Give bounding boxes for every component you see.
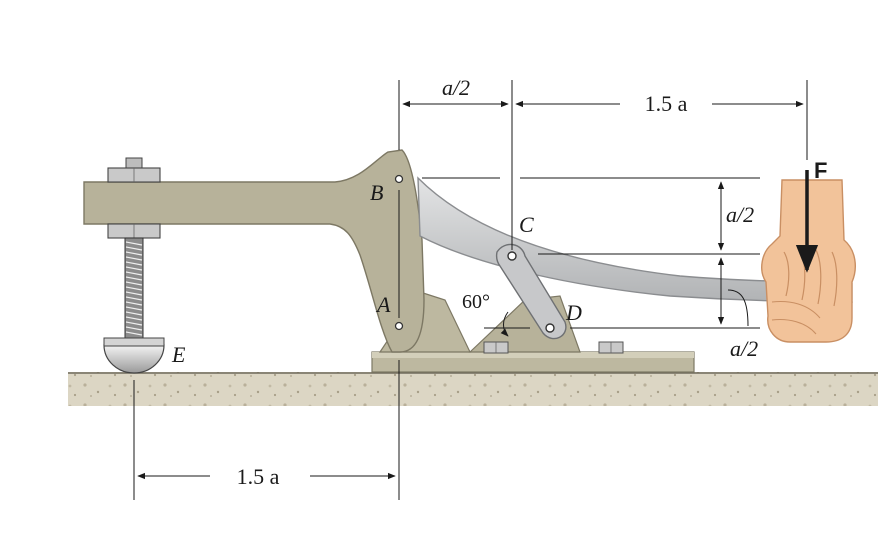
base-plate — [371, 351, 695, 373]
label-point-a: A — [375, 292, 391, 317]
base-bolt-left — [483, 341, 509, 354]
clamp-arm — [83, 149, 425, 353]
label-1-5a-top: 1.5 a — [645, 91, 688, 116]
dim-bottom-1-5a — [133, 360, 400, 500]
pin-b — [394, 174, 404, 184]
link-cd — [495, 243, 567, 340]
label-force: F — [814, 158, 827, 183]
label-point-e: E — [171, 342, 186, 367]
ground — [68, 372, 878, 406]
angle-arc — [500, 311, 509, 337]
label-a-half-top: a/2 — [442, 75, 470, 100]
label-point-c: C — [519, 212, 534, 237]
screw-e — [103, 157, 165, 374]
dim-right-vertical — [422, 177, 760, 329]
label-a-half-right-lower: a/2 — [730, 336, 758, 361]
label-1-5a-bottom: 1.5 a — [237, 464, 280, 489]
label-point-d: D — [565, 300, 582, 325]
dim-top-a-half — [398, 80, 513, 250]
label-point-b: B — [370, 180, 383, 205]
dim-top-1-5a — [515, 80, 808, 160]
pin-a — [394, 321, 404, 331]
label-a-half-right-upper: a/2 — [726, 202, 754, 227]
base-bolt-right — [598, 341, 624, 354]
label-angle: 60° — [462, 291, 490, 313]
